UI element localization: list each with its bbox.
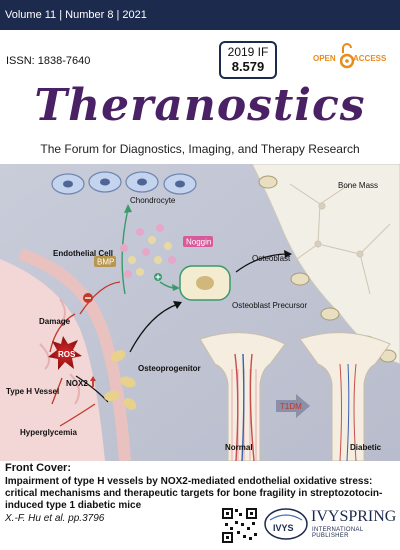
hyperglycemia-label: Hyperglycemia (20, 428, 77, 437)
type-h-vessel (0, 259, 105, 461)
publisher-name: IVYSPRING (311, 508, 397, 525)
nox2-label: NOX2 (66, 379, 88, 388)
caption-body: Impairment of type H vessels by NOX2-med… (5, 476, 383, 511)
damage-label: Damage (39, 317, 71, 326)
cover-illustration: Chondrocyte Bone Mass Noggin BMP Osteobl… (0, 164, 400, 461)
volume-line: Volume 11 | Number 8 | 2021 (5, 9, 147, 21)
noggin-label: Noggin (186, 238, 211, 247)
osteoblast-label: Osteoblast (252, 254, 291, 263)
impact-factor-box: 2019 IF 8.579 (219, 41, 277, 79)
ivyspring-logo-icon: IVYS (264, 508, 308, 540)
open-access-access-text: ACCESS (353, 54, 387, 63)
journal-title: Theranostics (34, 80, 366, 131)
vessel-wall (18, 248, 131, 461)
nox2-up-arrow-icon (90, 376, 96, 381)
issn: ISSN: 1838-7640 (6, 55, 91, 67)
open-lock-icon (340, 43, 354, 69)
normal-label: Normal (225, 443, 253, 452)
normal-bone (199, 332, 286, 461)
type-h-vessel-label: Type H Vessel (6, 387, 59, 396)
bmp-label: BMP (97, 258, 114, 267)
t1dm-label: T1DM (280, 402, 302, 411)
open-access-logo: OPEN ACCESS (313, 42, 397, 72)
caption-authors: X.-F. Hu et al. pp.3796 (5, 513, 105, 524)
bone-mass-label: Bone Mass (338, 181, 378, 190)
chondrocyte-cells (51, 171, 197, 195)
chondrocyte-label: Chondrocyte (130, 196, 176, 205)
open-access-open-text: OPEN (313, 54, 336, 63)
ivyspring-logo-text: IVYS (273, 523, 294, 533)
journal-tagline: The Forum for Diagnostics, Imaging, and … (40, 142, 360, 156)
signaling-particles (120, 224, 176, 278)
caption-heading: Front Cover: (5, 462, 71, 474)
impact-factor-value: 8.579 (231, 59, 265, 74)
noggin-badge (183, 236, 213, 247)
cover-caption: Front Cover: Impairment of type H vessel… (5, 462, 397, 525)
osteoprogenitor-cells (104, 350, 137, 410)
osteoblast-cells (258, 175, 397, 363)
ros-burst-icon (48, 336, 82, 370)
impact-factor-label: 2019 IF (227, 45, 269, 59)
osteoblast-precursor-label: Osteoblast Precursor (232, 301, 307, 310)
endothelial-cell-label: Endothelial Cell (53, 249, 113, 258)
osteoprogenitor-label: Osteoprogenitor (138, 364, 201, 373)
diabetic-label: Diabetic (350, 443, 382, 452)
bone-mass-texture (289, 183, 391, 295)
top-banner: Volume 11 | Number 8 | 2021 (0, 0, 400, 30)
publisher-subtitle: INTERNATIONAL PUBLISHER (312, 527, 364, 539)
endothelial-cell-label-text: Endothelial Cell (53, 249, 113, 258)
t1dm-arrow (276, 394, 310, 418)
diabetic-bone (299, 332, 391, 461)
ros-label: ROS (58, 350, 76, 359)
chondrocyte-arrow (121, 208, 129, 295)
qr-code-icon (221, 507, 258, 544)
bmp-badge (94, 256, 116, 267)
